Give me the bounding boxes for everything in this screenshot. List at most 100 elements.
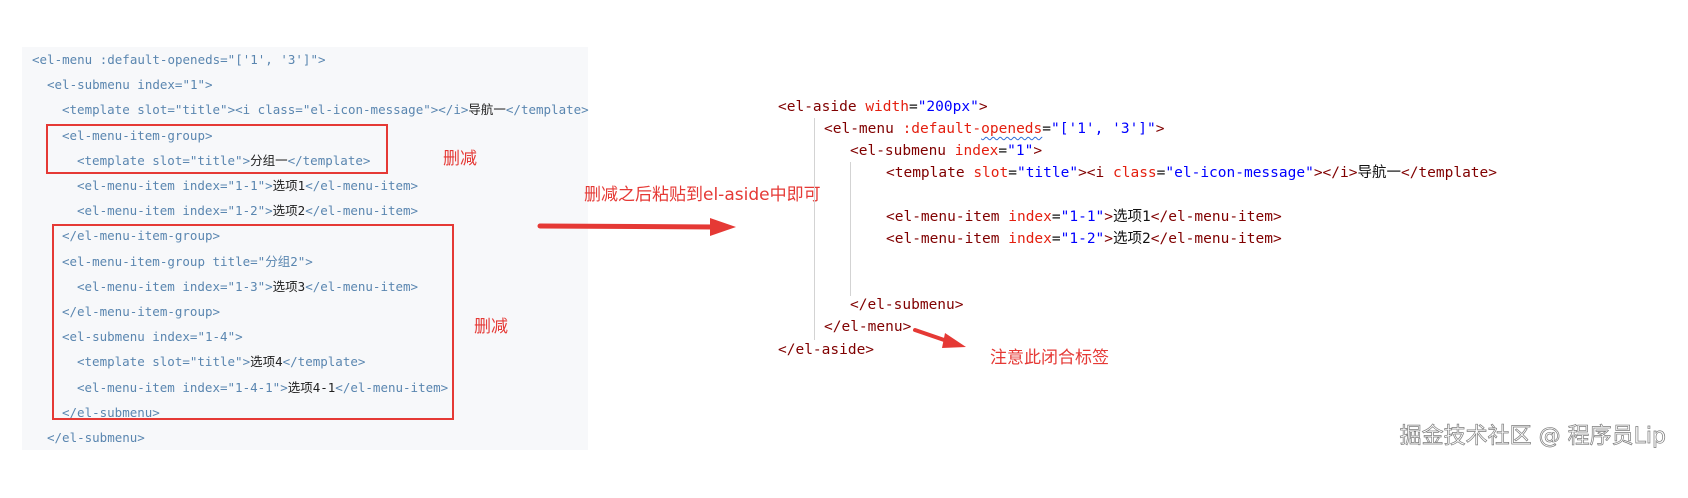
note-arrow-icon	[913, 328, 966, 348]
tag-close: </el-menu-item>	[1150, 209, 1282, 225]
code-tag: <el-menu-item index="1-4-1">	[77, 379, 288, 395]
tag-close: >	[1033, 143, 1043, 159]
code-tag: <el-menu-item index="1-3">	[77, 278, 273, 294]
left-code-line: <el-submenu index="1">	[47, 76, 213, 94]
code-text: 导航一	[468, 102, 506, 118]
code-tag: </el-menu-item-group>	[62, 228, 221, 244]
val: "['1', '3']"	[1051, 121, 1156, 137]
attr: index	[1008, 231, 1052, 247]
left-code-line: <el-menu-item index="1-3">选项3</el-menu-i…	[77, 278, 418, 296]
tag-i-open: ><i	[1078, 165, 1105, 181]
left-code-line: <el-menu-item-group title="分组2">	[62, 253, 313, 271]
note-label: 注意此闭合标签	[990, 348, 1109, 368]
right-code-line-7: </el-submenu>	[850, 295, 964, 315]
code-tag: <el-menu-item index="1-1">	[77, 178, 273, 193]
code-tag: <template slot="title">	[77, 354, 251, 370]
tag-open: <el-menu-item	[886, 209, 1000, 225]
right-code-line-5: <el-menu-item index="1-1">选项1</el-menu-i…	[886, 207, 1282, 227]
eq: =	[1051, 209, 1061, 225]
eq: =	[908, 99, 918, 115]
gt: >	[1104, 209, 1114, 225]
val-icon: "el-icon-message"	[1165, 165, 1314, 181]
tag-close: >	[978, 99, 988, 115]
attr-spellcheck: openeds	[981, 121, 1043, 137]
right-code-line-6: <el-menu-item index="1-2">选项2</el-menu-i…	[886, 229, 1282, 249]
tag-close: >	[1155, 121, 1165, 137]
tag-i-close: ></i>	[1313, 165, 1358, 181]
right-code-line-4: <template slot="title"><i class="el-icon…	[886, 163, 1497, 183]
highlight-box-2	[52, 224, 454, 420]
tag-open: <template	[886, 165, 965, 181]
code-close-tag: </el-menu-item>	[305, 203, 419, 219]
right-code-line-2: <el-menu :default-openeds="['1', '3']">	[824, 119, 1165, 139]
eq: =	[1042, 121, 1051, 137]
code-tag: <template slot="title"><i class="el-icon…	[62, 102, 469, 118]
eq: =	[1008, 165, 1017, 181]
attr: index	[954, 143, 999, 159]
left-code-line: <el-menu-item index="1-2">选项2</el-menu-i…	[77, 202, 418, 220]
delete-label-2: 删减	[474, 317, 508, 337]
left-code-line: <el-menu-item index="1-1">选项1</el-menu-i…	[77, 177, 418, 195]
gt: >	[1104, 231, 1114, 247]
left-code-line: <el-menu :default-openeds="['1', '3']">	[32, 51, 326, 69]
tag-open: <el-menu-item	[886, 231, 1000, 247]
code-tag: <el-menu-item-group>	[62, 127, 213, 143]
code-text: 选项4	[250, 354, 283, 370]
left-code-line: </el-submenu>	[62, 404, 160, 422]
right-code-line-1: <el-aside width="200px">	[778, 97, 988, 117]
left-code-line: <el-submenu index="1-4">	[62, 328, 243, 346]
attr: width	[865, 99, 909, 115]
val: "1-1"	[1060, 209, 1105, 225]
code-tag: <el-menu-item-group title="分组2">	[62, 253, 313, 269]
code-tag: <template slot="title">	[77, 152, 251, 168]
eq: =	[998, 143, 1008, 159]
tag-close: </el-menu>	[824, 319, 912, 335]
arrow-label: 删减之后粘贴到el-aside中即可	[584, 185, 821, 205]
val-title: "title"	[1016, 165, 1079, 181]
code-close-tag: </template>	[287, 152, 371, 168]
right-code-line-3: <el-submenu index="1">	[850, 141, 1042, 161]
left-code-line: </el-menu-item-group>	[62, 303, 220, 321]
right-code-line-9: </el-aside>	[778, 340, 874, 360]
eq: =	[1051, 231, 1061, 247]
code-close-tag: </template>	[282, 354, 366, 370]
eq: =	[1156, 165, 1166, 181]
val: "200px"	[917, 99, 979, 115]
code-close-tag: </el-menu-item>	[305, 278, 419, 294]
left-code-line: </el-menu-item-group>	[62, 227, 220, 245]
watermark: 掘金技术社区 @ 程序员Lip	[1399, 424, 1666, 450]
tag-close: </el-aside>	[778, 342, 875, 358]
code-tag: <el-submenu index="1-4">	[62, 329, 243, 345]
code-tag: <el-menu-item index="1-2">	[77, 203, 273, 219]
text: 选项2	[1113, 231, 1151, 247]
text: 选项1	[1113, 209, 1151, 225]
tag-open: <el-submenu	[850, 143, 947, 159]
tag-open: <el-menu	[824, 121, 894, 137]
code-tag: <el-submenu index="1">	[47, 77, 213, 93]
code-text: 选项1	[272, 178, 306, 193]
tag-close: </template>	[1400, 165, 1497, 181]
indent-guide-1	[814, 118, 815, 340]
code-close-tag: </el-menu-item>	[305, 178, 419, 193]
code-close-tag: </el-menu-item>	[335, 379, 449, 395]
tag-close: </el-menu-item>	[1150, 231, 1282, 247]
left-code-line: <el-menu-item index="1-4-1">选项4-1</el-me…	[77, 379, 448, 397]
indent-guide-2	[850, 162, 851, 296]
code-text: 分组一	[250, 152, 288, 168]
val: "1-2"	[1060, 231, 1105, 247]
attr-class: class	[1113, 165, 1157, 181]
tag-close: </el-submenu>	[850, 297, 964, 313]
code-tag: <el-menu :default-openeds="['1', '3']">	[32, 52, 326, 67]
text: 导航一	[1357, 165, 1401, 181]
val: "1"	[1007, 143, 1034, 159]
tag-open: <el-aside	[778, 99, 857, 115]
highlight-box-1	[46, 124, 388, 174]
code-close-tag: </template>	[505, 102, 589, 118]
code-tag: </el-submenu>	[47, 430, 145, 445]
left-code-line: <el-menu-item-group>	[62, 127, 213, 145]
attr-slot: slot	[973, 165, 1009, 181]
right-code-line-8: </el-menu>	[824, 317, 911, 337]
left-code-line: <template slot="title">分组一</template>	[77, 152, 370, 170]
attr-prefix: :default-	[902, 121, 982, 137]
code-text: 选项2	[272, 203, 306, 219]
